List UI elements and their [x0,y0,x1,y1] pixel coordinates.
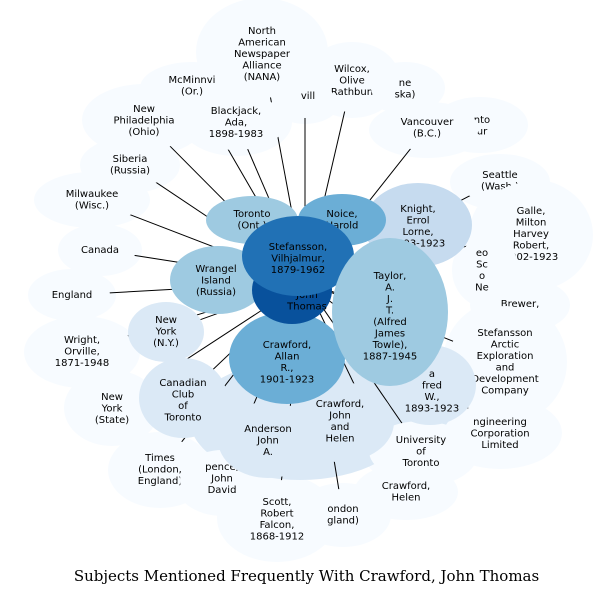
node-england[interactable]: England [34,275,110,315]
node-label: Times(London,England) [138,453,183,487]
node-bubble [64,230,136,270]
node-bubble [375,106,479,150]
node-label: Canada [81,245,119,256]
node-bubble [223,480,331,556]
node-bubble [128,302,204,362]
node-bubble [204,6,320,98]
node-stefansson[interactable]: Stefansson,Vilhjalmur,1879-1962 [242,216,354,296]
node-label: Toronto(Ont.) [233,209,271,232]
node-hidden_wilkins[interactable]: vill [275,82,335,118]
node-bubble [170,246,266,314]
node-wright[interactable]: Wright,Orville,1871-1948 [30,320,134,380]
node-bubble [139,358,227,438]
diagram-title: Subjects Mentioned Frequently With Crawf… [73,567,540,585]
node-milwaukee[interactable]: Milwaukee(Wisc.) [40,178,144,222]
node-label: Vancouver(B.C.) [401,117,455,140]
node-bubble [360,470,452,514]
node-bubble [242,216,354,296]
node-blackjack[interactable]: Blackjack,Ada,1898-1983 [186,94,286,150]
node-bubble [371,68,439,108]
node-label: Stefansson,Vilhjalmur,1879-1962 [269,242,327,276]
node-bubble [90,90,198,150]
node-label: Noice,Harold [326,209,359,232]
node-bubble [369,421,473,481]
node-label: Seattle(Wash.) [481,170,519,193]
node-bubble [458,236,518,300]
node-label: Brewer, [501,299,540,310]
node-bubble [218,402,318,478]
node-bubble [301,489,385,541]
node-bubble [332,238,448,386]
node-label: Milwaukee(Wisc.) [66,189,119,212]
node-bubble [40,178,144,222]
node-label: Crawford,Helen [382,481,431,504]
node-crawford_helen_small[interactable]: Crawford,Helen [360,470,452,514]
node-label: vill [301,91,315,102]
node-vancouver[interactable]: Vancouver(B.C.) [375,106,479,150]
node-bubble [30,320,134,380]
node-label: McMinnvi(Or.) [169,75,216,98]
node-bubble [34,275,110,315]
node-bubble [86,143,174,187]
node-bubble [186,94,286,150]
node-label: Siberia(Russia) [110,154,150,177]
node-bubble [229,312,345,404]
node-canada[interactable]: Canada [64,230,136,270]
node-bubble [275,82,335,118]
node-label: England [52,290,93,301]
node-bubble [70,376,154,440]
node-siberia[interactable]: Siberia(Russia) [86,143,174,187]
node-label: Blackjack,Ada,1898-1983 [209,106,264,140]
node-bubble [449,306,561,418]
node-label: Wright,Orville,1871-1948 [55,335,110,369]
